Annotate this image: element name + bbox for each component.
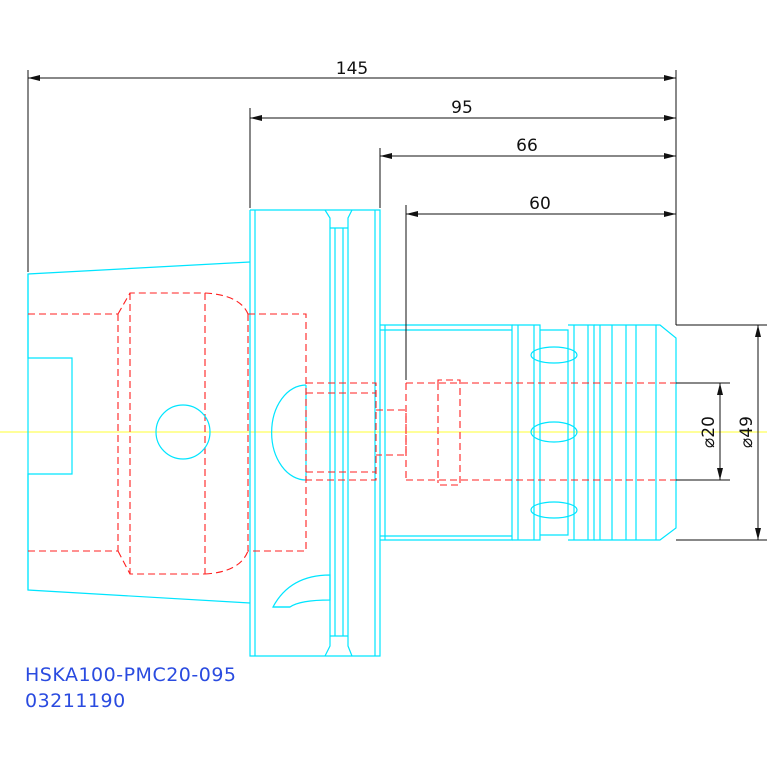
nose-outline: [512, 324, 677, 541]
hidden-lines: [28, 292, 676, 575]
code-number-label: 03211190: [25, 690, 126, 712]
dim-95-label: 95: [451, 98, 473, 118]
part-number-label: HSKA100-PMC20-095: [25, 664, 237, 686]
dim-66-label: 66: [516, 136, 538, 156]
dim-d20-label: ⌀20: [699, 416, 719, 448]
dimension-lines: [27, 70, 767, 541]
flange-outline: [249, 209, 381, 657]
cross-hole: [155, 404, 211, 460]
dim-60-label: 60: [529, 194, 551, 214]
dim-145-label: 145: [336, 59, 368, 79]
body-outline: [380, 324, 513, 541]
hsk-shank-outline: [27, 261, 251, 604]
dim-d49-label: ⌀49: [737, 416, 757, 448]
